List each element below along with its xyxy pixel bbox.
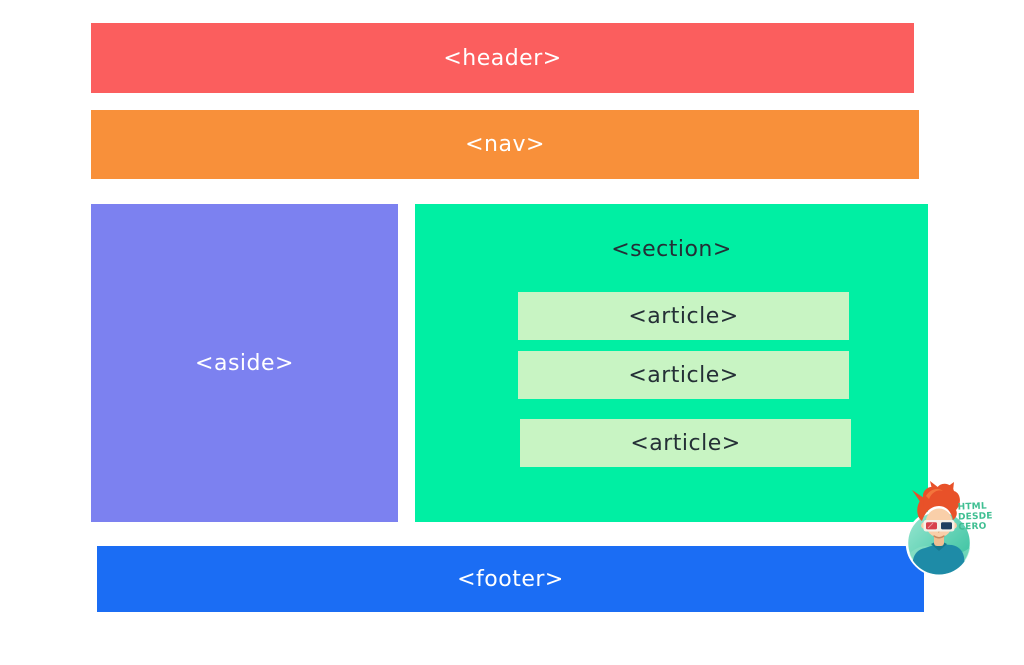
- footer-label: <footer>: [457, 566, 564, 592]
- article-label-2: <article>: [628, 362, 739, 388]
- glasses-lens-red: [926, 522, 937, 530]
- mascot-shirt: [911, 544, 966, 575]
- html-desde-cero-logo: HTML DESDE CERO: [902, 480, 1007, 580]
- aside-block: <aside>: [91, 204, 398, 522]
- mascot-smile: [933, 535, 945, 539]
- header-label: <header>: [443, 45, 562, 71]
- mascot-hair-spikes: [912, 481, 954, 506]
- nav-label: <nav>: [465, 132, 545, 157]
- glasses-lens-blue: [941, 522, 952, 530]
- article-block-2: <article>: [518, 351, 849, 399]
- mascot-avatar-icon: [905, 481, 973, 577]
- article-label-3: <article>: [630, 430, 741, 456]
- section-block: <section> <article> <article> <article>: [415, 204, 928, 522]
- logo-wordmark: HTML DESDE CERO: [957, 501, 993, 533]
- mascot-hair: [917, 483, 960, 521]
- logo-line-3: CERO: [958, 521, 987, 533]
- logo-line-2: DESDE: [957, 511, 993, 523]
- article-block-1: <article>: [518, 292, 849, 340]
- nav-block: <nav>: [91, 110, 919, 179]
- article-block-3: <article>: [520, 419, 851, 467]
- aside-label: <aside>: [195, 350, 294, 376]
- article-label-1: <article>: [628, 303, 739, 329]
- glasses-glint: [927, 522, 934, 529]
- footer-block: <footer>: [97, 546, 924, 612]
- header-block: <header>: [91, 23, 914, 93]
- mascot-hair-highlight: [926, 488, 943, 499]
- section-label: <section>: [611, 237, 732, 262]
